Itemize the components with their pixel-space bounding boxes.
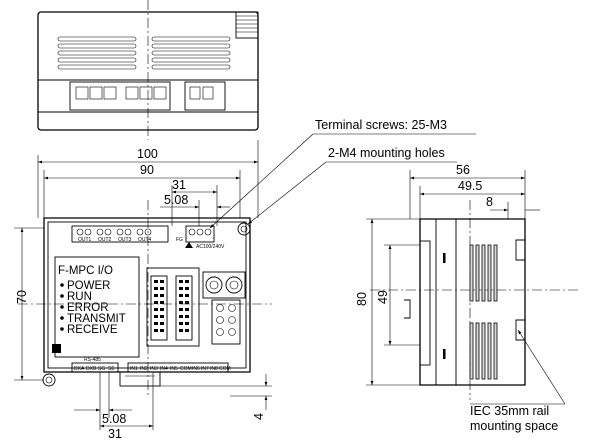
- terminal-dxb: DXB: [86, 366, 97, 372]
- dim-49-5: 49.5: [458, 179, 482, 193]
- terminal-in2: IN2: [140, 366, 148, 372]
- indicator-receive: RECEIVE: [67, 324, 118, 336]
- dim-70: 70: [15, 290, 29, 304]
- terminal-in6: IN6: [192, 366, 200, 372]
- rail-callout-line1: IEC 35mm rail: [470, 404, 549, 418]
- terminal-dxa: DXA: [74, 366, 85, 372]
- out-label-2: OUT2: [98, 237, 112, 243]
- connector-pins: [154, 280, 189, 332]
- out-label-4: OUT4: [138, 237, 152, 243]
- dim-90: 90: [140, 163, 154, 177]
- top-terminal-screws: [76, 228, 212, 236]
- mounting-hole-top: [237, 222, 251, 236]
- top-vent-right: [151, 36, 231, 70]
- dim-100: 100: [137, 147, 158, 161]
- model-name: F-MPC I/O: [58, 265, 113, 277]
- rotary-switch-2: [225, 276, 243, 294]
- terminal-in8: IN8: [210, 366, 218, 372]
- terminal-in1: IN1: [130, 366, 138, 372]
- dim-31-top: 31: [172, 178, 186, 192]
- dim-4: 4: [252, 413, 266, 420]
- front-view: OUT1 OUT2 OUT3 OUT4 FG AC100/240V F-MPC …: [42, 217, 251, 387]
- dim-80: 80: [355, 292, 369, 306]
- top-vent-left: [57, 36, 137, 70]
- dim-5-08-bottom: 5.08: [102, 412, 126, 426]
- rs485-label: RS-485: [84, 357, 101, 363]
- indicator-transmit: TRANSMIT: [67, 313, 126, 325]
- side-vents-lower: [469, 322, 498, 380]
- supply-label: AC100/240V: [196, 244, 225, 250]
- top-terminal-cells: [75, 86, 214, 100]
- dim-5-08-top: 5.08: [164, 193, 188, 207]
- label-panel: [54, 256, 140, 358]
- terminal-in4: IN4: [160, 366, 168, 372]
- fg-label: FG: [176, 237, 183, 243]
- dim-31-bottom: 31: [108, 427, 122, 441]
- rail-callout-line2: mounting space: [470, 419, 558, 433]
- terminal-in7: IN7: [201, 366, 209, 372]
- terminal-com1: COM: [180, 366, 192, 372]
- terminal-se: SE: [108, 366, 115, 372]
- rotary-switch-1: [205, 276, 223, 294]
- side-view: [404, 218, 526, 386]
- out-label-3: OUT3: [118, 237, 132, 243]
- mounting-holes-callout: 2-M4 mounting holes: [328, 146, 445, 160]
- out-label-1: OUT1: [78, 237, 92, 243]
- terminal-in3: IN3: [150, 366, 158, 372]
- dim-56: 56: [456, 163, 470, 177]
- terminal-in5: IN5: [170, 366, 178, 372]
- indicator-power: POWER: [67, 280, 110, 292]
- dim-49: 49: [376, 290, 390, 304]
- indicator-error: ERROR: [67, 302, 109, 314]
- terminal-com2: COM: [219, 366, 231, 372]
- terminal-screws-callout: Terminal screws: 25-M3: [315, 118, 447, 132]
- dim-8: 8: [486, 195, 493, 209]
- leader-lines: [209, 133, 566, 405]
- terminal-sg: SG: [98, 366, 105, 372]
- indicator-run: RUN: [67, 291, 92, 303]
- mounting-hole-bottom: [42, 373, 56, 387]
- dimension-lines: [14, 140, 540, 430]
- maker-logo: [52, 344, 61, 353]
- side-vents-upper: [469, 244, 498, 302]
